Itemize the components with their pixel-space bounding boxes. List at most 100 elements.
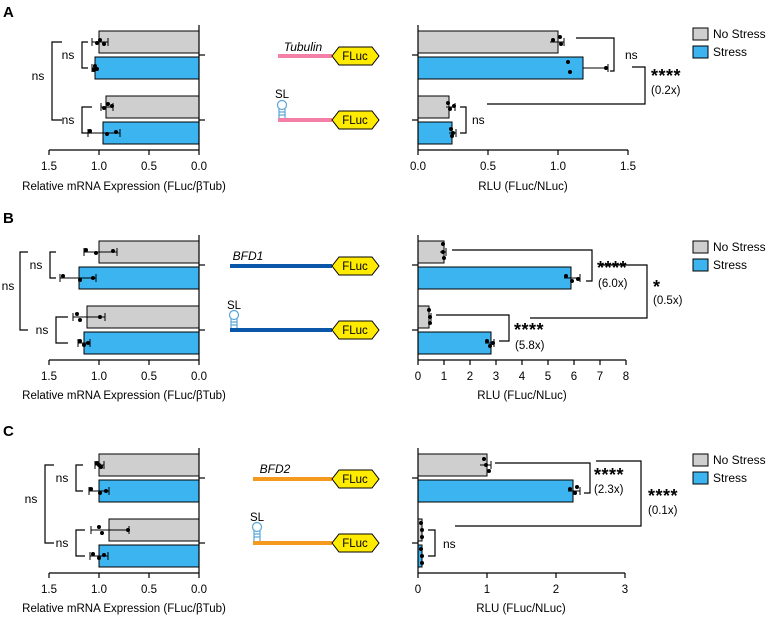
fluc-label: FLuc: [342, 51, 368, 63]
rlu-bar-b-top-stress: [417, 266, 572, 290]
bracket-a-inner-top: [81, 41, 88, 69]
rlu-points-c: [419, 457, 579, 565]
tick-label: 1.0: [91, 371, 107, 383]
fluc-label: FLuc: [342, 325, 368, 337]
tick-label: 6: [571, 371, 577, 383]
sig-c-rlu-bottom: ns: [443, 537, 456, 551]
mrna-points-c: [89, 461, 130, 560]
legend-label-stress: Stress: [713, 471, 747, 485]
sl-label-c: SL: [250, 512, 265, 524]
fold-b-top: (6.0x): [598, 278, 628, 290]
bracket-b-inner-top: [49, 251, 56, 279]
tick-label: 4: [519, 371, 526, 383]
bracket-b-rlu-bottom: [436, 314, 510, 342]
legend-label-stress: Stress: [713, 258, 747, 272]
fluc-label: FLuc: [342, 261, 368, 273]
tick-label: 0.0: [191, 371, 207, 383]
legend-label-stress: Stress: [713, 45, 747, 59]
fold-c-outer: (0.1x): [648, 505, 678, 517]
tick-label: 1.5: [41, 161, 57, 173]
tick-label: 1.5: [620, 161, 636, 173]
construct-label-c: BFD2: [260, 462, 291, 476]
legend-label-no-stress: No Stress: [713, 27, 766, 41]
bracket-a-rlu-top: [576, 37, 615, 72]
rlu-bar-a-bottom-stress: [417, 121, 453, 145]
mrna-bar-a-bottom-nostress: [105, 95, 200, 119]
sig-a-rlu-bottom: ns: [472, 113, 485, 127]
panel-c: C: [3, 423, 766, 615]
sig-a-rlu-top: ns: [625, 48, 638, 62]
fluc-label: FLuc: [342, 474, 368, 486]
mrna-axis-title-c: Relative mRNA Expression (FLuc/βTub): [22, 603, 226, 615]
stem-loop-icon: [228, 309, 240, 328]
sl-label-b: SL: [227, 300, 242, 312]
sig-c-inner-top: ns: [56, 471, 69, 485]
tick-label: 1.5: [41, 371, 57, 383]
panel-b: B: [2, 210, 766, 402]
stem-loop-icon: [251, 521, 263, 541]
tick-label: 0.5: [480, 161, 496, 173]
bracket-a-outer: [51, 41, 62, 121]
mrna-ticks-c: [48, 477, 205, 578]
legend-label-no-stress: No Stress: [713, 453, 766, 467]
fold-b-bottom: (5.8x): [515, 340, 545, 352]
mrna-ticks-b: [48, 264, 205, 365]
bracket-a-rlu-bottom: [460, 106, 467, 134]
mrna-bar-c-top-nostress: [98, 453, 200, 477]
sl-label-a: SL: [275, 89, 290, 101]
rlu-bar-a-bottom-nostress: [417, 95, 450, 119]
mrna-bar-b-bottom-stress: [83, 331, 200, 355]
fold-b-outer: (0.5x): [653, 295, 683, 307]
stars-b-bottom: ****: [514, 320, 544, 340]
stem-loop-icon: [276, 99, 288, 118]
panel-letter-c: C: [3, 423, 14, 440]
legend-swatch-stress: [692, 45, 709, 59]
rlu-axis-title-a: RLU (FLuc/NLuc): [478, 181, 568, 193]
bracket-c-outer: [44, 464, 54, 544]
construct-label-a: Tubulin: [284, 40, 323, 54]
sig-b-inner-top: ns: [30, 258, 43, 272]
fluc-box-a-bottom: [331, 110, 380, 130]
mrna-points-a: [88, 38, 118, 136]
panel-c-rlu-chart: 0 1 2 3 RLU (FLuc/NLuc) **** (2.3x) ns *…: [412, 448, 678, 615]
fold-a-outer: (0.2x): [651, 85, 681, 97]
tick-label: 0.0: [191, 584, 207, 596]
tick-label: 7: [597, 371, 603, 383]
tick-label: 3: [493, 371, 499, 383]
legend-a: No Stress Stress: [692, 27, 766, 59]
tick-label: 1.0: [91, 584, 107, 596]
rlu-bar-b-bottom-stress: [417, 331, 492, 355]
legend-b: No Stress Stress: [692, 240, 766, 272]
mrna-axis-title-a: Relative mRNA Expression (FLuc/βTub): [22, 181, 226, 193]
panel-letter-b: B: [3, 210, 14, 227]
fluc-label: FLuc: [342, 538, 368, 550]
construct-c-bfd2: BFD2 FLuc SL FLuc: [250, 462, 380, 553]
tick-label: 1.0: [91, 161, 107, 173]
sig-a-inner-bottom: ns: [62, 113, 75, 127]
mrna-bar-c-top-stress: [98, 479, 200, 503]
mrna-points-b: [61, 248, 115, 347]
bracket-b-outer: [19, 251, 28, 331]
tick-label: 1: [484, 584, 490, 596]
fold-c-top: (2.3x): [594, 484, 624, 496]
bracket-c-rlu-bottom: [428, 529, 436, 557]
construct-b-bfd1: BFD1 FLuc SL FLuc: [227, 249, 380, 340]
legend-c: No Stress Stress: [692, 453, 766, 485]
panel-letter-a: A: [3, 4, 14, 21]
rlu-points-b: [427, 242, 580, 348]
fluc-box-c-top: [331, 469, 380, 489]
bracket-b-inner-bottom: [55, 316, 68, 344]
bracket-c-inner-top: [75, 464, 83, 492]
construct-label-b: BFD1: [233, 249, 264, 263]
stars-c-top: ****: [594, 465, 624, 485]
legend-swatch-stress: [692, 471, 709, 485]
panel-a-rlu-chart: 0.0 0.5 1.0 1.5 RLU (FLuc/NLuc) ns ns **…: [410, 25, 681, 193]
mrna-axis-title-b: Relative mRNA Expression (FLuc/βTub): [22, 390, 226, 402]
tick-label: 0: [415, 371, 421, 383]
sig-a-inner-top: ns: [62, 48, 75, 62]
tick-label: 0.5: [141, 371, 157, 383]
tick-label: 0.5: [141, 584, 157, 596]
tick-label: 2: [553, 584, 559, 596]
stars-b-top: ****: [597, 258, 627, 278]
fluc-box-b-bottom: [331, 320, 380, 340]
